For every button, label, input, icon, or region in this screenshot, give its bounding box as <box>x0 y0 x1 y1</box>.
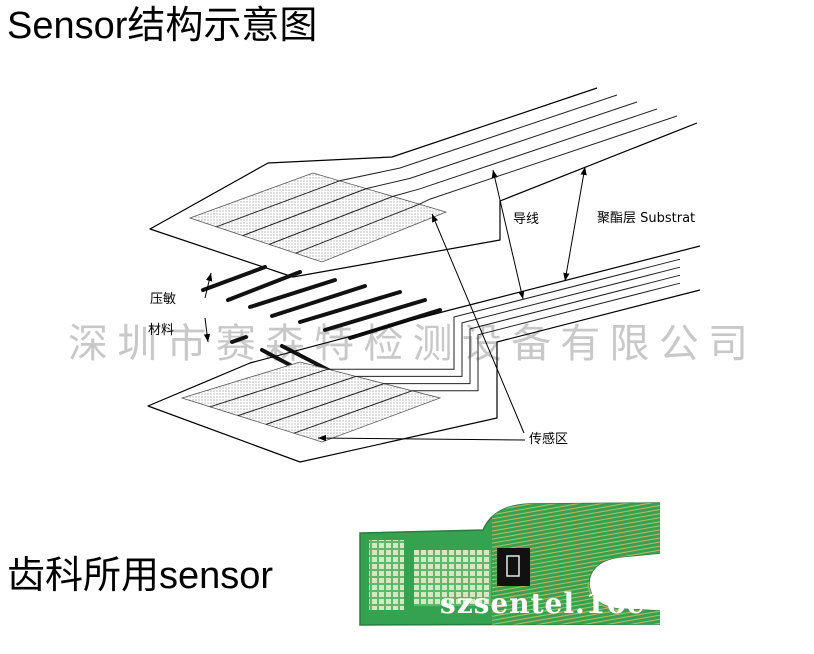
lead-wire-label: 导线 <box>513 212 539 227</box>
pressure-material-bar <box>248 278 337 309</box>
upper-substrate-outline <box>149 87 698 278</box>
pcb-chip <box>497 548 530 586</box>
sensing-area-pointer-upper <box>431 213 525 434</box>
lower-conductor <box>265 274 681 425</box>
substrate-label: 聚酯层 Substrat <box>597 211 695 226</box>
upper-sensing-area <box>188 172 448 263</box>
pcb-pad-grid-left <box>369 540 404 610</box>
pressure-material-bar <box>230 335 248 344</box>
lower-sensing-area <box>180 361 442 443</box>
dental-sensor-photo: szsentel.16c <box>357 500 660 627</box>
pressure-material-bar <box>201 265 267 292</box>
lower-conductor <box>237 266 681 417</box>
lower-conductors <box>209 258 681 434</box>
pressure-material-arrow-up <box>204 272 213 299</box>
pressure-material-label-line2: 材料 <box>148 323 174 338</box>
lower-substrate-outline <box>147 245 701 463</box>
upper-conductor <box>269 108 658 245</box>
lower-conductor <box>293 282 681 434</box>
pressure-material-bar <box>270 284 367 318</box>
slide-title: Sensor结构示意图 <box>7 5 318 47</box>
pcb-chip-mark <box>506 555 520 577</box>
pressure-material-bar <box>226 270 302 302</box>
upper-conductor <box>242 101 638 237</box>
pressure-material-bar <box>323 298 427 332</box>
upper-conductors <box>216 94 678 254</box>
pcb-pad-grid-center <box>414 550 491 606</box>
lead-wire-arrow <box>491 169 525 300</box>
pcb-sensor-image: szsentel.16c <box>359 502 660 626</box>
pcb-photo-watermark: szsentel.16c <box>440 587 645 620</box>
pressure-material-arrow-down <box>203 317 211 343</box>
dental-sensor-caption: 齿科所用sensor <box>7 555 274 597</box>
sensing-area-pointer-lower <box>317 434 526 442</box>
pressure-material-label-line1: 压敏 <box>150 292 176 307</box>
sensing-area-label: 传感区 <box>529 431 568 447</box>
upper-conductor <box>295 115 678 254</box>
lower-conductor <box>209 258 681 408</box>
upper-conductor <box>216 94 618 228</box>
substrate-arrow <box>563 166 587 282</box>
pressure-material-bar <box>298 290 402 324</box>
